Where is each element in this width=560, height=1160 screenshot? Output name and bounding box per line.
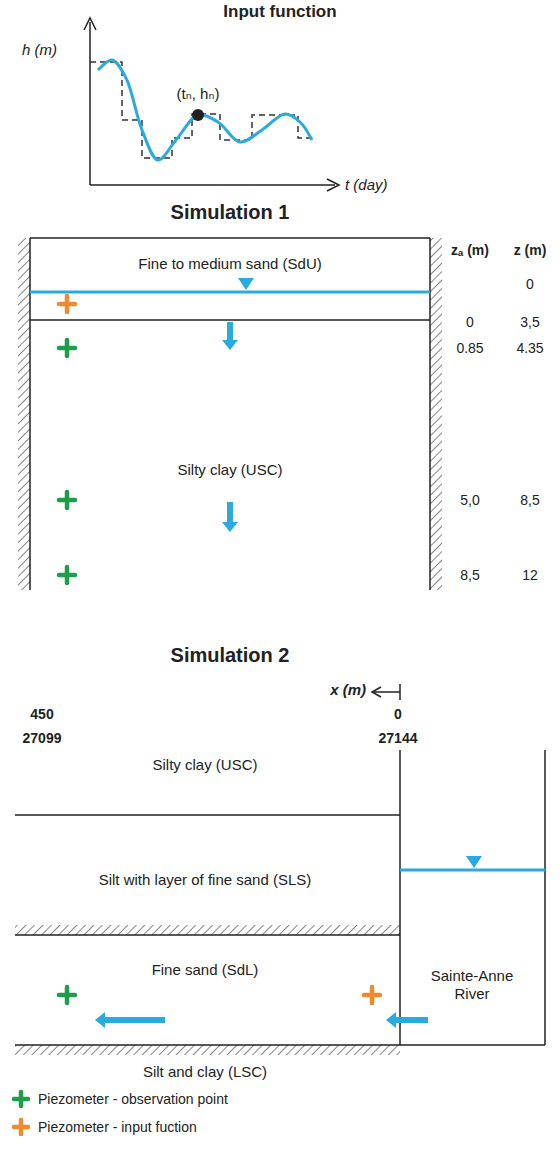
soil-layer: Silty clay (USC) <box>40 458 420 482</box>
axis-label: z (m) <box>509 242 551 258</box>
axis-label: 8,5 <box>460 567 479 583</box>
axis-label: 27144 <box>379 730 418 746</box>
piezometer-symbol <box>59 340 75 356</box>
layer-name: Fine to medium sand (SdU) <box>44 255 416 273</box>
layer-name: Silt with layer of fine sand (SLS) <box>24 871 386 889</box>
axis-label: (tₙ, hₙ) <box>177 85 220 102</box>
axis-label: 0 <box>526 276 534 292</box>
axis-label: t (day) <box>345 176 388 193</box>
river-box: Sainte-Anne River <box>410 964 534 1006</box>
axis-label: 0.85 <box>456 340 483 356</box>
simulation-2-section <box>15 684 545 1055</box>
axis-label: 3,5 <box>520 314 539 330</box>
axis-label: h (m) <box>22 41 57 58</box>
axis-label: x (m) <box>330 681 366 698</box>
data-point <box>192 109 204 121</box>
axis-label: 0 <box>394 706 402 722</box>
heading: Simulation 1 <box>171 201 290 224</box>
input-curve <box>98 60 312 160</box>
flow-arrow <box>222 322 238 350</box>
legend-swatch <box>12 1090 30 1108</box>
axis-label: 27099 <box>23 730 62 746</box>
step-input <box>90 62 312 158</box>
axis-label: zₐ (m) <box>449 242 491 258</box>
layer-name: Fine sand (SdL) <box>59 961 351 979</box>
soil-layer: Fine to medium sand (SdU) <box>40 252 420 276</box>
flow-arrow <box>386 1012 428 1028</box>
input-chart <box>84 18 339 191</box>
soil-layer: Silty clay (USC) <box>20 753 390 777</box>
legend-text: Piezometer - input fuction <box>38 1119 197 1135</box>
piezometer-symbol <box>59 567 75 583</box>
soil-layer: Fine sand (SdL) <box>55 958 355 982</box>
piezometer-symbol <box>364 987 380 1003</box>
flow-arrow <box>222 502 238 532</box>
axis-label: 12 <box>522 567 538 583</box>
axis-label: 4.35 <box>516 340 543 356</box>
piezometer-symbol <box>59 987 75 1003</box>
axis-label: 5,0 <box>460 492 479 508</box>
layer-name: Silt and clay (LSC) <box>24 1063 386 1081</box>
layer-name: Sainte-Anne River <box>414 967 530 1003</box>
axis-label: 8,5 <box>520 492 539 508</box>
piezometer-symbol <box>59 296 75 312</box>
axis-label: 450 <box>30 706 53 722</box>
legend-swatch <box>12 1118 30 1136</box>
piezometer-symbol <box>59 492 75 508</box>
soil-layer: Silt and clay (LSC) <box>20 1060 390 1084</box>
simulation-1-column <box>18 238 442 590</box>
layer-name: Silty clay (USC) <box>44 461 416 479</box>
heading: Simulation 2 <box>171 644 290 667</box>
flow-arrow <box>95 1012 165 1028</box>
soil-layer: Silt with layer of fine sand (SLS) <box>20 868 390 892</box>
axis-label: 0 <box>466 314 474 330</box>
legend-entry: Piezometer - input fuction <box>12 1118 197 1136</box>
legend-text: Piezometer - observation point <box>38 1091 228 1107</box>
heading: Input function <box>223 2 336 22</box>
legend-entry: Piezometer - observation point <box>12 1090 228 1108</box>
layer-name: Silty clay (USC) <box>24 756 386 774</box>
